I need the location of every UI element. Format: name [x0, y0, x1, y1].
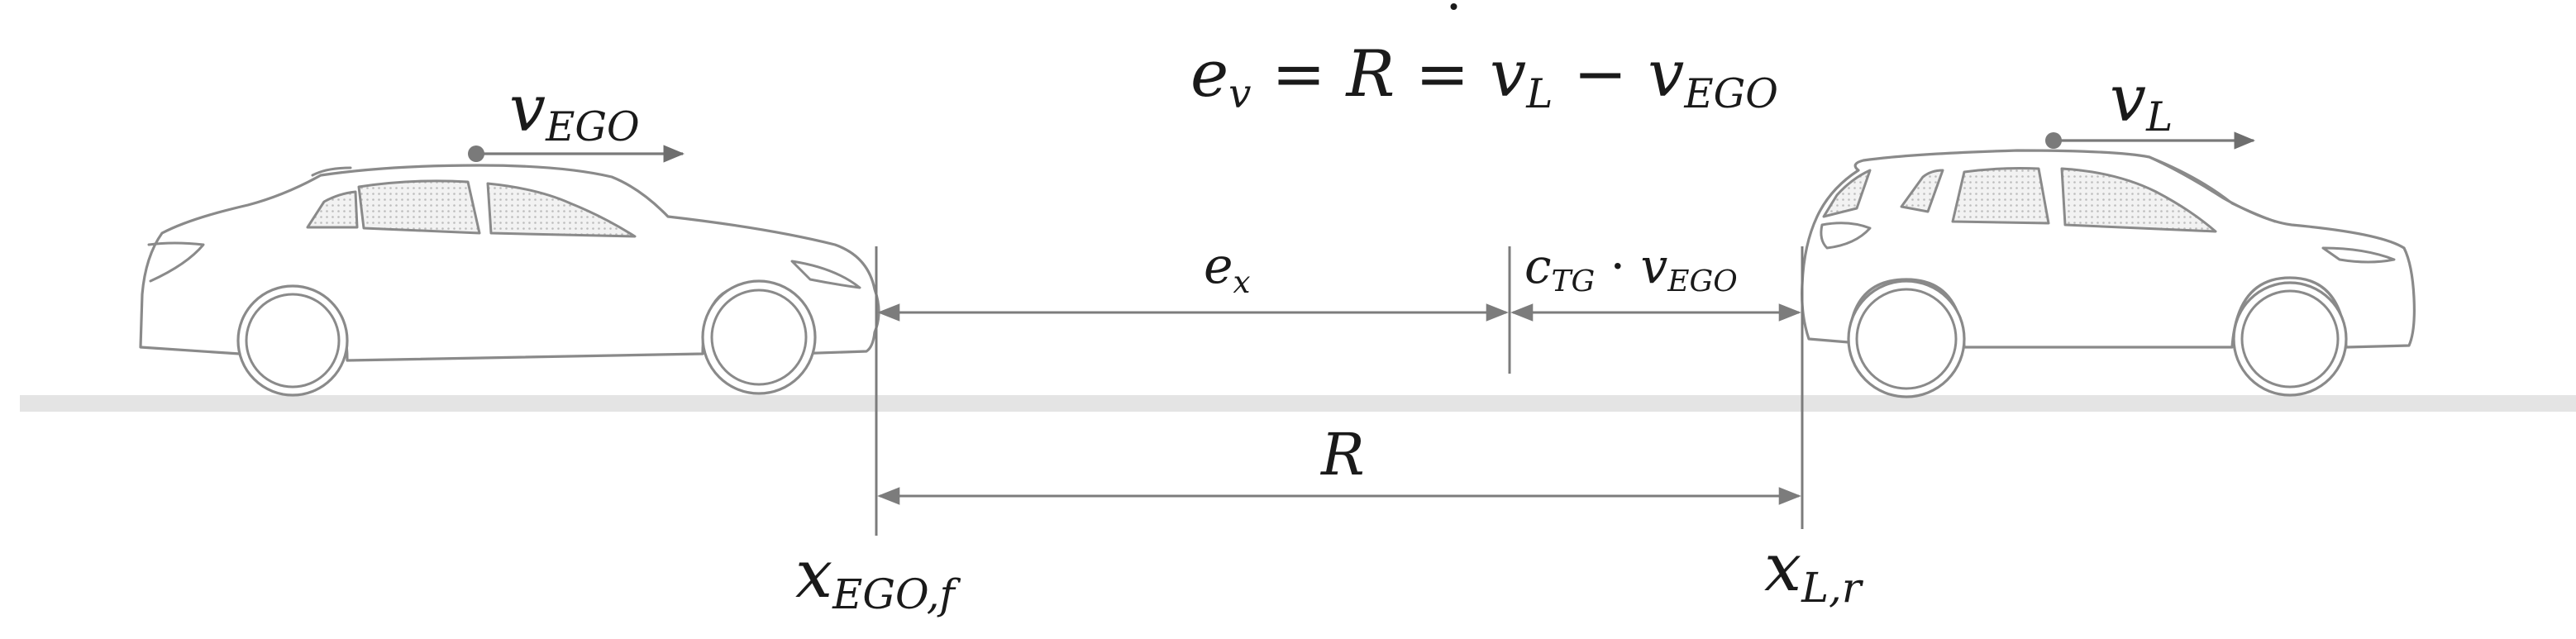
speed-error-equation: ev = R = vL − vEGO [1190, 37, 1778, 117]
range-label: R [1319, 421, 1365, 489]
ego-front-position-label: xEGO,f [795, 536, 961, 618]
lead-car-hatchback-icon [1801, 149, 2416, 398]
range-rate-dot: ˙ [1439, 0, 1468, 62]
ex-label: ex [1204, 237, 1251, 300]
lead-velocity-vector [2045, 131, 2256, 150]
lead-velocity-label: vL [2110, 62, 2173, 141]
ctg-term-label: cTG · vEGO [1524, 238, 1738, 298]
lead-rear-position-label: xL,r [1764, 529, 1864, 612]
ego-velocity-vector [468, 145, 685, 163]
ego-car-sedan-icon [139, 164, 880, 397]
road-strip [20, 395, 2576, 412]
ego-velocity-label: vEGO [509, 72, 640, 150]
